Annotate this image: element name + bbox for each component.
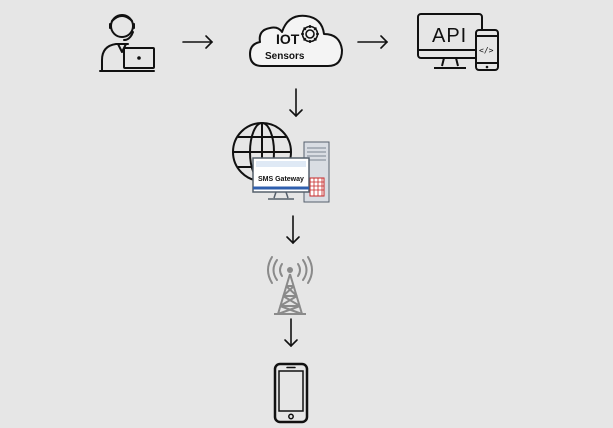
mobile-phone-node (273, 362, 309, 424)
arrow-right-icon (182, 35, 214, 49)
user-node (99, 8, 156, 74)
arrow-tower-to-phone (283, 318, 299, 348)
cell-tower-icon (267, 256, 313, 315)
iot-subtitle: Sensors (265, 51, 305, 62)
iot-sensors-node: IOT Sensors (248, 10, 346, 70)
mobile-phone-icon (273, 362, 309, 424)
api-label: API (432, 25, 467, 47)
user-laptop-icon (99, 14, 155, 72)
cloud-gear-icon: IOT Sensors (249, 14, 343, 67)
api-node: API </> (416, 12, 502, 74)
arrow-iot-to-gateway (288, 88, 304, 118)
sms-gateway-label: SMS Gateway (258, 176, 304, 183)
arrow-gateway-to-tower (285, 215, 301, 245)
arrow-down-icon (286, 215, 300, 245)
arrow-right-icon (357, 35, 389, 49)
sms-gateway-node: SMS Gateway (230, 120, 332, 206)
arrow-down-icon (284, 318, 298, 348)
arrow-iot-to-api (357, 34, 389, 50)
iot-title: IOT (276, 31, 300, 47)
monitor-phone-icon: API </> (417, 13, 499, 71)
code-glyph: </> (479, 46, 494, 55)
arrow-down-icon (289, 88, 303, 118)
cell-tower-node (267, 256, 313, 316)
arrow-user-to-iot (182, 34, 214, 50)
globe-server-icon: SMS Gateway (232, 122, 330, 203)
